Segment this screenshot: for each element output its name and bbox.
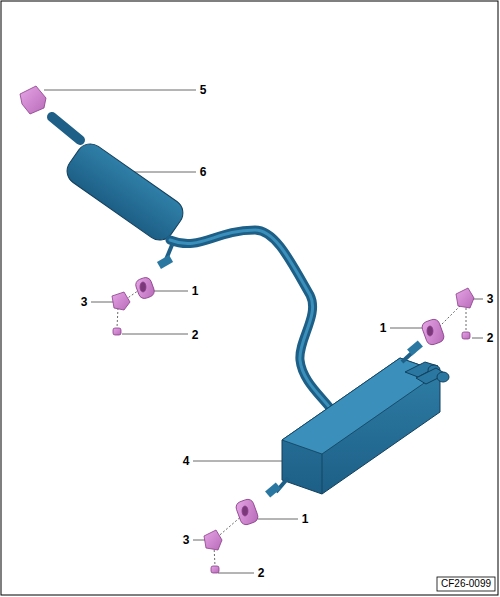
middle-silencer bbox=[62, 138, 189, 245]
callout-number: 6 bbox=[200, 166, 207, 178]
callout-number: 2 bbox=[258, 567, 265, 579]
callout-number: 1 bbox=[302, 513, 309, 525]
callout-number: 2 bbox=[487, 332, 494, 344]
callout-number: 2 bbox=[192, 329, 199, 341]
figure-code: CF26-0099 bbox=[439, 578, 493, 590]
callout-number: 1 bbox=[192, 285, 199, 297]
callout-number: 5 bbox=[200, 84, 207, 96]
callout-number: 3 bbox=[183, 534, 190, 546]
callout-number: 4 bbox=[183, 455, 190, 467]
callout-number: 3 bbox=[487, 293, 494, 305]
mounting-parts bbox=[20, 86, 474, 573]
callout-number: 3 bbox=[81, 296, 88, 308]
leader-lines bbox=[44, 90, 483, 573]
callout-number: 1 bbox=[380, 322, 387, 334]
